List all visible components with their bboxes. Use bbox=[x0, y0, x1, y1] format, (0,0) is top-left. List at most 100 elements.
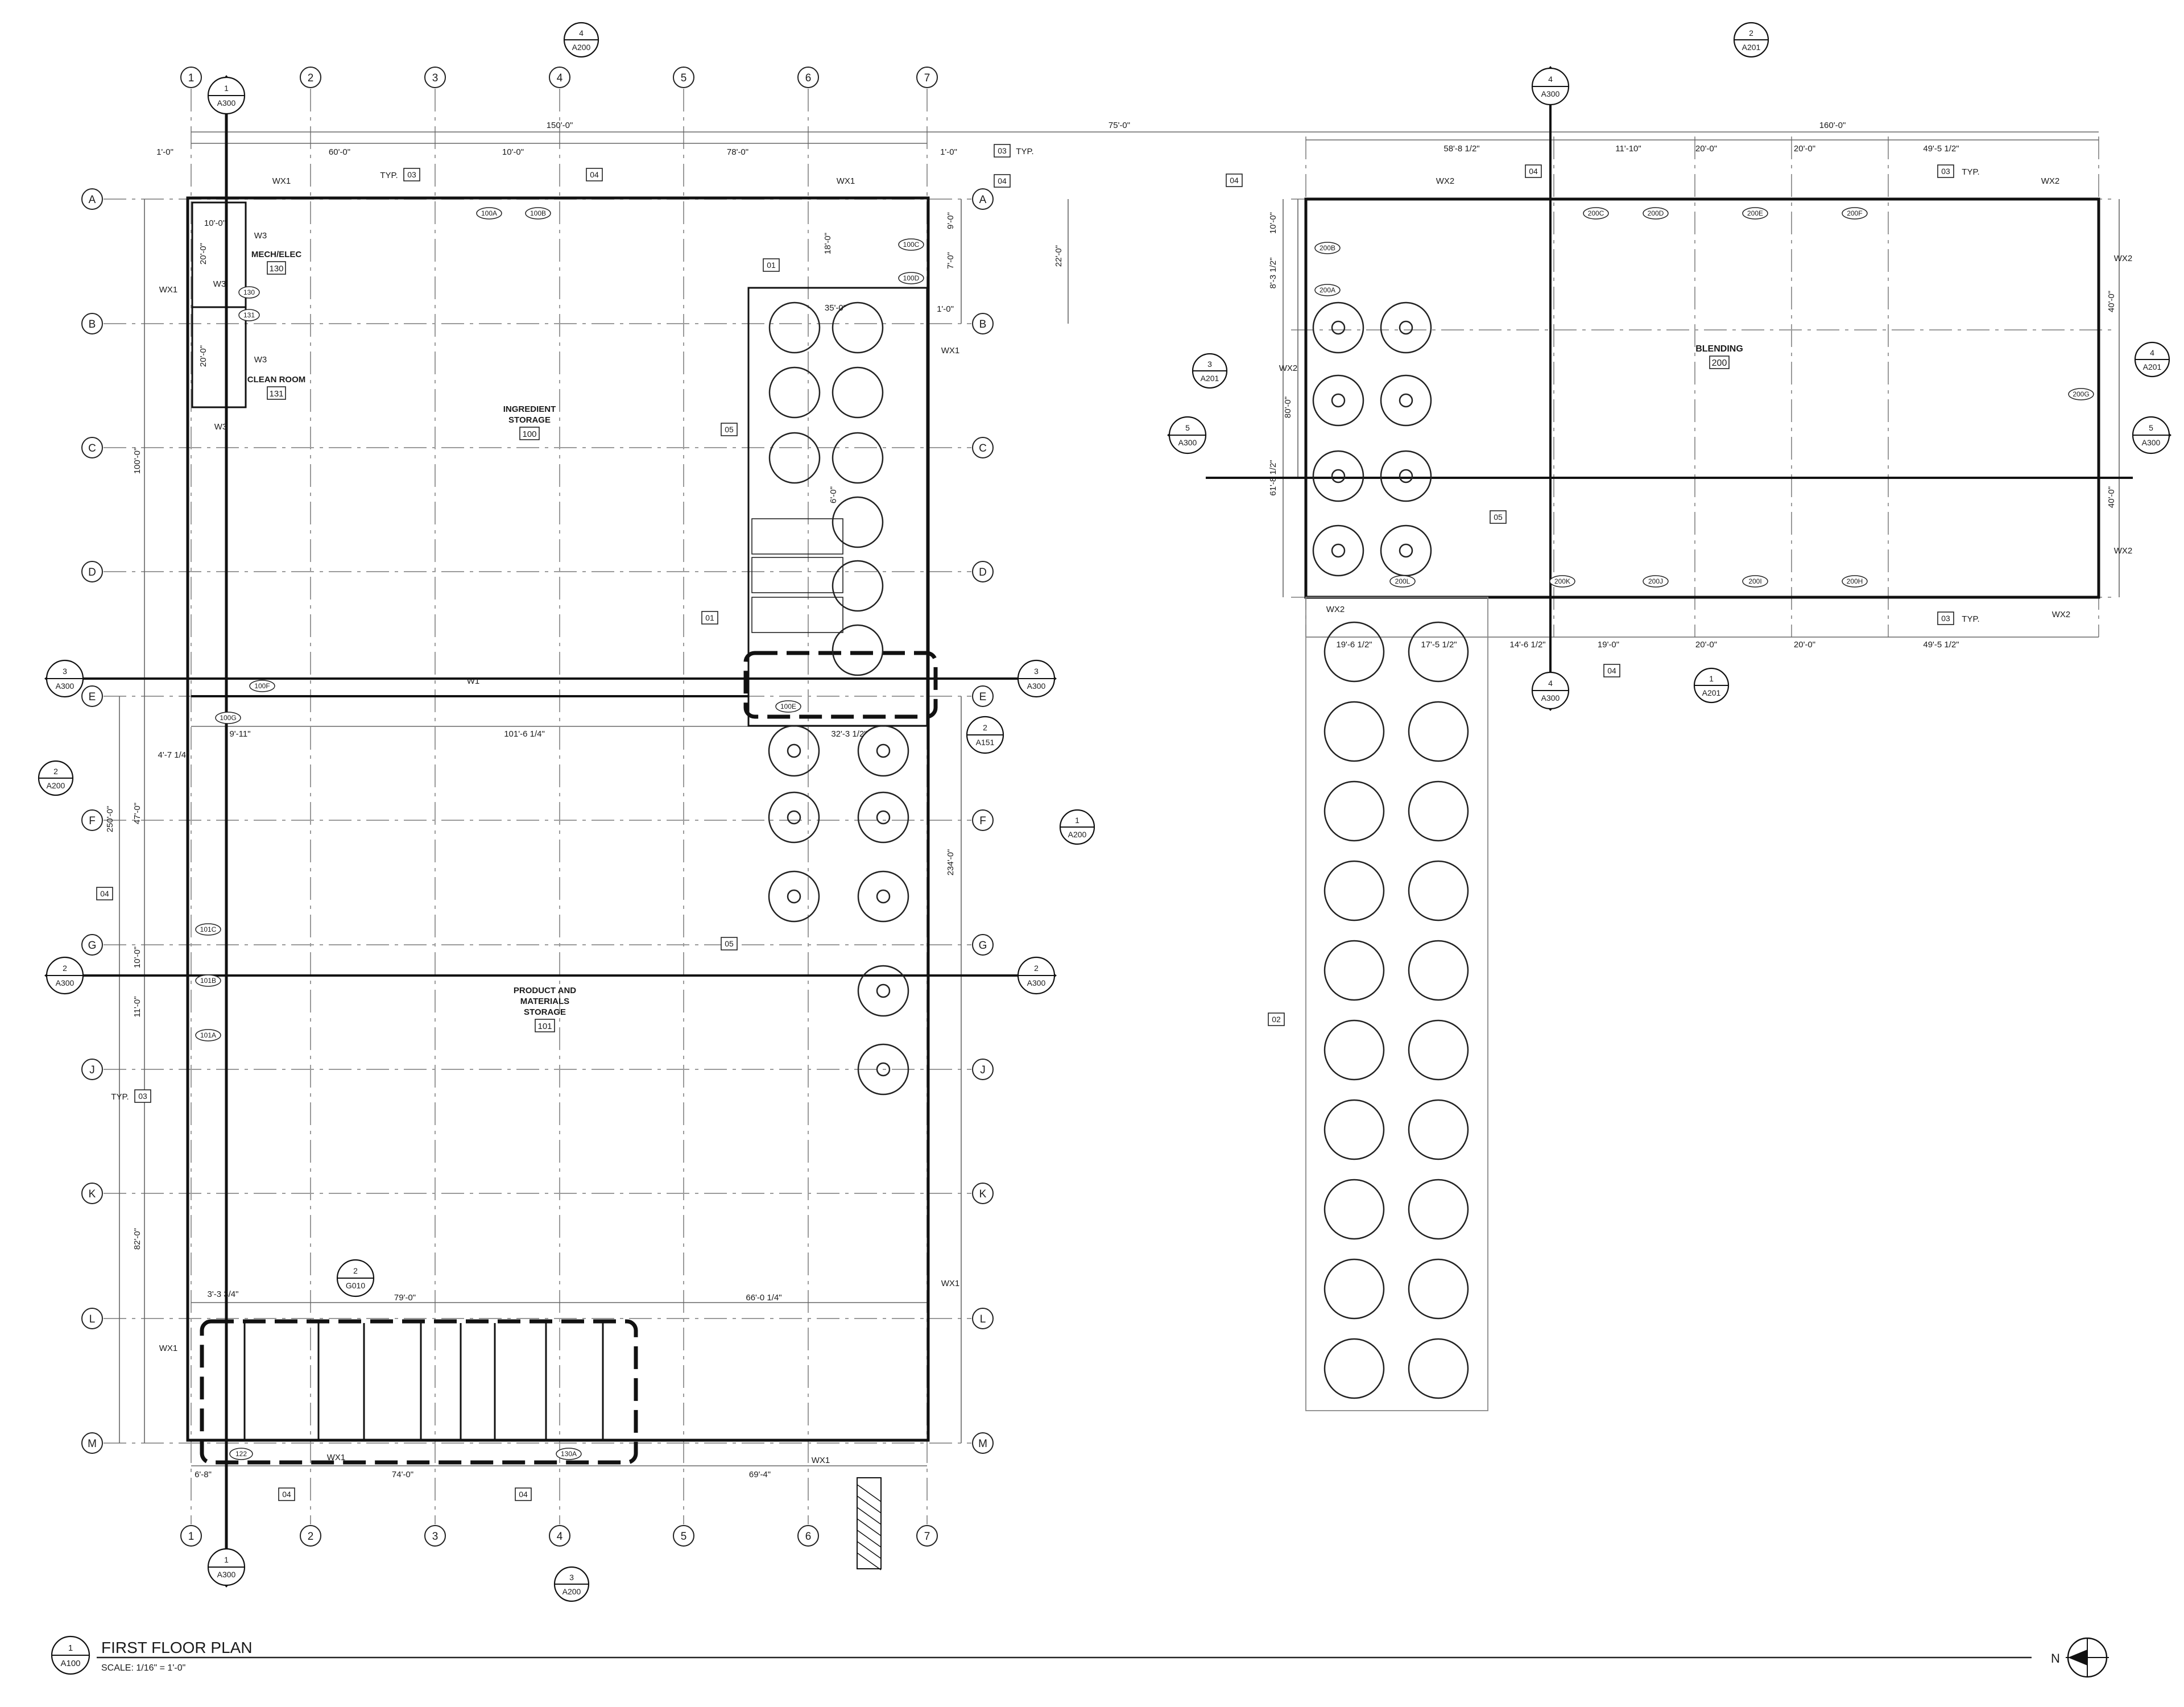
svg-text:200A: 200A bbox=[1320, 286, 1335, 294]
svg-text:11'-10": 11'-10" bbox=[1615, 144, 1641, 154]
mixer-hub bbox=[1331, 469, 1346, 483]
svg-text:200H: 200H bbox=[1847, 577, 1863, 585]
svg-text:40'-0": 40'-0" bbox=[2107, 486, 2116, 508]
svg-text:A300: A300 bbox=[1541, 89, 1560, 98]
grid-bubble-D-right: D bbox=[972, 561, 994, 582]
wall-type-labels: WX1 WX1 WX1 WX1 WX1 WX1 WX1 WX1 W1 W3 W3… bbox=[159, 176, 2133, 1465]
svg-text:01: 01 bbox=[705, 613, 714, 622]
svg-text:WX2: WX2 bbox=[2114, 254, 2133, 263]
storage-tank bbox=[832, 624, 884, 676]
svg-text:A300: A300 bbox=[1027, 978, 1046, 987]
svg-text:2: 2 bbox=[1034, 964, 1039, 973]
svg-text:101C: 101C bbox=[200, 925, 217, 933]
svg-text:A300: A300 bbox=[56, 978, 75, 987]
grid-bubble-3-bottom: 3 bbox=[424, 1525, 446, 1547]
svg-text:K: K bbox=[89, 1188, 96, 1200]
door-tag-101A: 101A bbox=[195, 1029, 221, 1041]
svg-text:03: 03 bbox=[1941, 614, 1950, 623]
mixer-hub bbox=[876, 889, 891, 904]
svg-text:A151: A151 bbox=[976, 738, 995, 747]
storage-tank bbox=[832, 560, 884, 612]
grid-bubble-6-top: 6 bbox=[797, 67, 819, 88]
mixer-vessel bbox=[768, 870, 820, 923]
mixer-vessel bbox=[857, 1043, 909, 1096]
svg-text:18'-0": 18'-0" bbox=[823, 233, 833, 254]
ingredient-alcove bbox=[747, 287, 928, 727]
ramp-hatch bbox=[857, 1518, 882, 1536]
grid-row-bubbles-left: A B C D E F G J K L M bbox=[81, 188, 103, 1454]
storage-tank bbox=[768, 366, 821, 419]
svg-text:101B: 101B bbox=[200, 977, 216, 985]
svg-text:03: 03 bbox=[1941, 167, 1950, 176]
svg-text:G: G bbox=[88, 940, 97, 952]
svg-text:WX1: WX1 bbox=[159, 285, 178, 295]
svg-text:E: E bbox=[89, 691, 96, 703]
grid-bubble-G-right: G bbox=[972, 934, 994, 956]
svg-text:66'-0 1/4": 66'-0 1/4" bbox=[746, 1293, 781, 1303]
svg-text:F: F bbox=[979, 815, 986, 827]
door-tag-200L: 200L bbox=[1389, 575, 1416, 588]
svg-text:04: 04 bbox=[998, 176, 1007, 185]
svg-text:WX1: WX1 bbox=[327, 1453, 346, 1462]
svg-text:WX2: WX2 bbox=[1279, 363, 1298, 373]
svg-text:3: 3 bbox=[1034, 667, 1039, 676]
exterior-wall-building2 bbox=[1304, 197, 2100, 599]
svg-text:A: A bbox=[89, 194, 96, 206]
detail-callout-area bbox=[743, 651, 938, 719]
storage-tank bbox=[832, 366, 884, 419]
svg-text:INGREDIENT: INGREDIENT bbox=[503, 404, 556, 414]
svg-text:82'-0": 82'-0" bbox=[133, 1228, 142, 1250]
svg-text:5: 5 bbox=[681, 1531, 687, 1543]
svg-text:4: 4 bbox=[2150, 348, 2154, 357]
grid-bubble-3-top: 3 bbox=[424, 67, 446, 88]
keynote-04: 04 bbox=[278, 1487, 295, 1501]
svg-text:CLEAN ROOM: CLEAN ROOM bbox=[247, 375, 306, 385]
svg-text:1: 1 bbox=[1075, 816, 1079, 825]
svg-text:160'-0": 160'-0" bbox=[1819, 121, 1846, 130]
mixer-hub bbox=[787, 743, 801, 758]
outdoor-tank bbox=[1323, 1019, 1385, 1081]
outdoor-tank bbox=[1323, 940, 1385, 1001]
ramp bbox=[857, 1477, 882, 1569]
grid-bubble-4-bottom: 4 bbox=[549, 1525, 570, 1547]
svg-text:2: 2 bbox=[1749, 28, 1753, 38]
grid-lines bbox=[104, 89, 2116, 1524]
svg-text:2: 2 bbox=[983, 723, 987, 732]
svg-text:04: 04 bbox=[100, 889, 109, 898]
mixer-vessel bbox=[1380, 374, 1432, 427]
grid-bubble-7-bottom: 7 bbox=[916, 1525, 938, 1547]
svg-text:3: 3 bbox=[432, 72, 439, 84]
svg-text:17'-5 1/2": 17'-5 1/2" bbox=[1421, 640, 1457, 650]
svg-text:6: 6 bbox=[805, 1531, 812, 1543]
mixer-vessel bbox=[857, 870, 909, 923]
svg-text:A300: A300 bbox=[1178, 438, 1197, 447]
svg-text:74'-0": 74'-0" bbox=[392, 1470, 413, 1479]
mixer-hub bbox=[1331, 320, 1346, 335]
grid-bubble-C-left: C bbox=[81, 437, 103, 458]
svg-text:14'-6 1/2": 14'-6 1/2" bbox=[1509, 640, 1545, 650]
door-tag-100B: 100B bbox=[525, 207, 551, 220]
mixer-hub bbox=[787, 889, 801, 904]
svg-text:A300: A300 bbox=[56, 681, 75, 691]
svg-text:9'-11": 9'-11" bbox=[229, 729, 250, 739]
outdoor-tank bbox=[1323, 1258, 1385, 1320]
grid-bubble-M-right: M bbox=[972, 1432, 994, 1454]
grid-bubble-1-bottom: 1 bbox=[180, 1525, 202, 1547]
outdoor-tank bbox=[1408, 701, 1469, 762]
ramp-hatch bbox=[857, 1484, 882, 1502]
keynote-04: 04 bbox=[1603, 664, 1620, 677]
outdoor-tank bbox=[1408, 1258, 1469, 1320]
svg-text:A200: A200 bbox=[47, 781, 65, 790]
keynote-01: 01 bbox=[701, 611, 718, 625]
door-tag-100E: 100E bbox=[775, 700, 801, 713]
keynote-tags: 03 04 03 04 01 05 01 04 05 03 04 04 04 0… bbox=[96, 144, 1954, 1501]
svg-text:K: K bbox=[979, 1188, 987, 1200]
svg-text:80'-0": 80'-0" bbox=[1283, 396, 1293, 418]
svg-text:D: D bbox=[88, 567, 96, 578]
svg-text:20'-0": 20'-0" bbox=[1695, 144, 1717, 154]
svg-text:130: 130 bbox=[243, 288, 255, 296]
